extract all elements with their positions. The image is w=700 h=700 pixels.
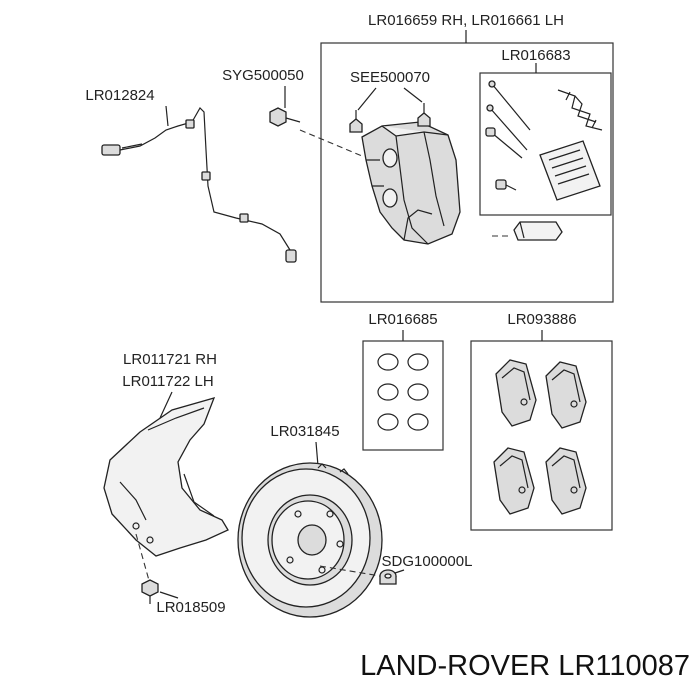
shield-bolt-leader: [159, 591, 179, 599]
guide-pins-icon: [485, 80, 531, 159]
disc-screw-icon: [379, 569, 397, 585]
caliper-bolt-dash: [299, 129, 363, 157]
bleed-screw-leader-right: [403, 87, 423, 103]
splash-shield-group: LR011721 RH LR011722 LH: [103, 351, 229, 585]
bleed-screw-icon: [349, 103, 431, 133]
brake-pads-group: LR093886: [470, 311, 613, 531]
brake-caliper-icon: [361, 121, 461, 245]
caliper-part-label: LR016659 RH, LR016661 LH: [368, 12, 564, 29]
brake-disc-group: LR031845: [237, 423, 383, 618]
brake-disc-icon: [237, 462, 383, 618]
caliper-assembly-frame: [320, 42, 614, 303]
shield-rh-label: LR011721 RH: [123, 351, 217, 368]
spring-clip-icon: [557, 89, 603, 131]
caliper-assembly-group: LR016659 RH, LR016661 LH LR016683: [299, 12, 614, 303]
brake-pads-frame: [470, 340, 613, 531]
brand-part-number: LAND-ROVER LR110087: [360, 650, 690, 682]
splash-shield-icon: [103, 397, 229, 557]
wear-sensor-label: LR012824: [85, 87, 154, 104]
bleed-screw-label: SEE500070: [350, 69, 430, 86]
shield-bolt-icon: [141, 579, 159, 604]
instruction-leaflet-icon: [539, 140, 601, 201]
brake-pads-label: LR093886: [507, 311, 576, 328]
hex-bolt-icon: [269, 107, 301, 127]
shield-bolt-dash: [135, 533, 151, 585]
sensor-bolt-group: SYG500050: [222, 67, 304, 127]
wear-sensor-group: LR012824: [85, 87, 297, 263]
brake-pad-bottom-right-icon: [545, 447, 587, 515]
wear-sensor-leader: [165, 105, 169, 127]
brake-disc-label: LR031845: [270, 423, 339, 440]
brake-pad-top-right-icon: [545, 361, 587, 429]
seal-kit-group: LR016685: [362, 311, 444, 451]
seal-kit-label: LR016685: [368, 311, 437, 328]
bleed-screw-leader-left: [357, 87, 377, 111]
shield-bolt-group: LR018509: [141, 579, 226, 616]
small-bolt-icon: [495, 179, 517, 191]
wear-sensor-cable-icon: [101, 107, 297, 263]
brake-pad-bottom-left-icon: [493, 447, 535, 515]
sensor-bolt-label: SYG500050: [222, 67, 304, 84]
caliper-kit-label: LR016683: [501, 47, 570, 64]
piston-seals-icon: [377, 353, 429, 431]
disc-screw-label: SDG100000L: [382, 553, 473, 570]
shield-lh-label: LR011722 LH: [122, 373, 213, 390]
disc-screw-dash: [319, 565, 381, 577]
caliper-kit-frame: [479, 72, 612, 216]
disc-screw-group: SDG100000L: [379, 553, 473, 585]
pad-shim-icon: [513, 221, 563, 241]
brake-pad-top-left-icon: [495, 359, 537, 427]
brake-disc-leader: [315, 441, 319, 467]
seal-kit-frame: [362, 340, 444, 451]
shield-bolt-label: LR018509: [156, 599, 225, 616]
shield-leader: [159, 391, 173, 419]
